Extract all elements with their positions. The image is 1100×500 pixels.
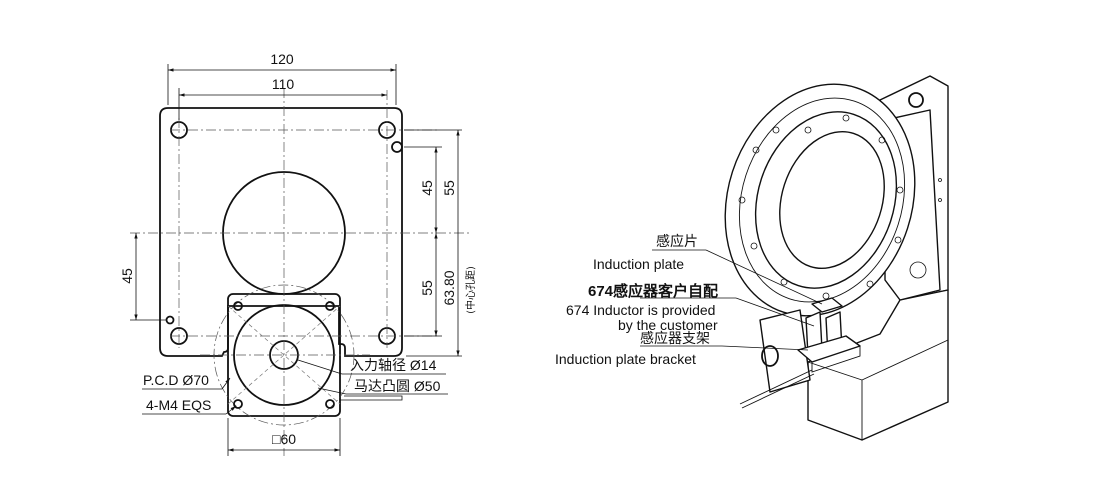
dim-left-offset: 45 bbox=[119, 268, 135, 284]
callout-pcd: P.C.D Ø70 bbox=[143, 372, 209, 388]
dim-upper-span: 55 bbox=[441, 180, 457, 196]
isometric-view: 感应片 Induction plate 674感应器客户自配 674 Induc… bbox=[555, 75, 949, 441]
dim-overall-width: 120 bbox=[270, 51, 294, 67]
dim-center-distance: 63.80 bbox=[441, 270, 457, 305]
motor-hole-tl bbox=[233, 301, 243, 311]
label-induction-plate-en: Induction plate bbox=[593, 256, 684, 272]
label-bracket-en: Induction plate bracket bbox=[555, 351, 696, 367]
induction-plate bbox=[811, 297, 843, 313]
motor-tab bbox=[339, 385, 403, 401]
label-inductor-en-1: 674 Inductor is provided bbox=[566, 302, 715, 318]
dim-hole-spacing: 110 bbox=[272, 76, 295, 92]
plate-outline bbox=[159, 107, 403, 357]
dim-motor-square: □60 bbox=[272, 431, 296, 447]
dim-upper-offset: 45 bbox=[419, 180, 435, 196]
pin-hole-small bbox=[165, 315, 175, 325]
dim-center-distance-note: (中心孔距) bbox=[464, 266, 477, 314]
callout-motor-boss: 马达凸圆 Ø50 bbox=[354, 378, 441, 394]
callout-input-shaft: 入力轴径 Ø14 bbox=[350, 357, 437, 373]
label-induction-plate-cn: 感应片 bbox=[656, 233, 698, 249]
motor-hole-tr bbox=[325, 301, 335, 311]
label-bracket-cn: 感应器支架 bbox=[640, 330, 710, 346]
ring-bore bbox=[779, 130, 885, 270]
front-view: 120 110 45 55 55 63.80 (中心孔距) 45 □60 P.C… bbox=[119, 51, 477, 456]
motor-hole-br bbox=[325, 399, 335, 409]
dim-lower-span: 55 bbox=[419, 280, 435, 296]
motor-hole-bl bbox=[233, 399, 243, 409]
label-inductor-en-2: by the customer bbox=[618, 317, 718, 333]
label-inductor-cn: 674感应器客户自配 bbox=[588, 282, 718, 300]
callout-tapped-holes: 4-M4 EQS bbox=[146, 397, 211, 413]
pin-hole bbox=[391, 141, 403, 153]
